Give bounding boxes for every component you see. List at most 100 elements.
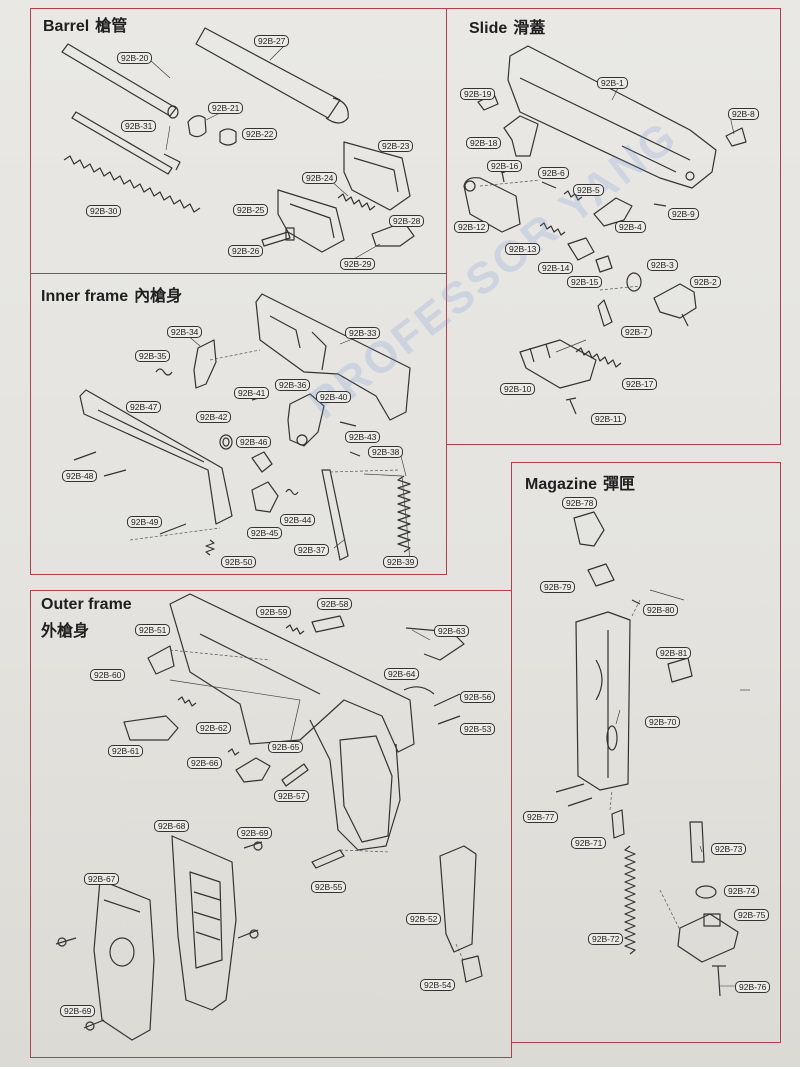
inner-37-bar	[321, 469, 349, 561]
part-label-92b-19: 92B-19	[460, 88, 496, 100]
part-label-92b-81: 92B-81	[656, 647, 692, 659]
part-label-92b-49: 92B-49	[127, 516, 163, 528]
part-label-92b-45: 92B-45	[247, 527, 283, 539]
part-label-92b-59: 92B-59	[256, 606, 292, 618]
outer-55-pin	[311, 849, 345, 869]
inner-38-pin	[349, 451, 361, 457]
part-label-92b-23: 92B-23	[378, 140, 414, 152]
part-label-92b-38: 92B-38	[368, 446, 404, 458]
part-label-92b-10: 92B-10	[500, 383, 536, 395]
part-label-92b-25: 92B-25	[233, 204, 269, 216]
part-label-92b-24: 92B-24	[302, 172, 338, 184]
mag-74-oring	[695, 885, 717, 899]
inner-34-hammer	[193, 339, 217, 389]
part-label-92b-5: 92B-5	[573, 184, 604, 196]
part-label-92b-28: 92B-28	[389, 215, 425, 227]
slide-panel	[446, 8, 781, 445]
part-label-92b-37: 92B-37	[294, 544, 330, 556]
part-label-92b-73: 92B-73	[711, 843, 747, 855]
part-label-92b-56: 92B-56	[460, 691, 496, 703]
inner-48-screw	[73, 451, 127, 477]
outer-69-screw	[55, 841, 263, 1031]
part-label-92b-40: 92B-40	[316, 391, 352, 403]
slide-17-spring	[575, 347, 622, 368]
outer-61-safety	[123, 715, 179, 741]
part-label-92b-8: 92B-8	[728, 108, 759, 120]
outer-52-magazine-body	[439, 845, 477, 953]
part-label-92b-52: 92B-52	[406, 913, 442, 925]
part-label-92b-71: 92B-71	[571, 837, 607, 849]
part-label-92b-26: 92B-26	[228, 245, 264, 257]
outer-56-pin	[433, 693, 461, 707]
mag-81-valve	[667, 657, 693, 683]
part-label-92b-57: 92B-57	[274, 790, 310, 802]
part-label-92b-69-top: 92B-69	[237, 827, 273, 839]
mag-75-baseplate	[677, 913, 739, 963]
mag-79-follower	[587, 563, 615, 587]
mag-78-part	[573, 511, 605, 547]
inner-46-part	[251, 451, 273, 473]
inner-36-sear	[287, 393, 325, 447]
part-label-92b-47: 92B-47	[126, 401, 162, 413]
outer-frame-body	[169, 593, 415, 851]
inner-44-spring	[285, 488, 299, 496]
slide-6-pin	[541, 181, 557, 189]
outer-67-grip	[93, 879, 155, 1041]
part-label-92b-39: 92B-39	[383, 556, 419, 568]
part-label-92b-64: 92B-64	[384, 668, 420, 680]
outer-57-screw	[281, 763, 309, 787]
inner-50-spring	[205, 539, 215, 556]
barrel-25-block	[277, 189, 345, 253]
part-label-92b-60: 92B-60	[90, 669, 126, 681]
part-label-92b-18: 92B-18	[466, 137, 502, 149]
inner-49-screw	[159, 523, 187, 535]
part-label-92b-3: 92B-3	[647, 259, 678, 271]
inner-47-frame	[79, 389, 233, 525]
outer-54-cap	[461, 955, 483, 983]
part-label-92b-79: 92B-79	[540, 581, 576, 593]
part-label-92b-30: 92B-30	[86, 205, 122, 217]
part-label-92b-20: 92B-20	[117, 52, 153, 64]
barrel-26-screw	[261, 227, 295, 247]
barrel-30-spring	[63, 155, 201, 213]
slide-4-lever	[593, 197, 633, 227]
part-label-92b-13: 92B-13	[505, 243, 541, 255]
slide-9-pin	[653, 203, 667, 207]
part-label-92b-58: 92B-58	[317, 598, 353, 610]
part-label-92b-7: 92B-7	[621, 326, 652, 338]
slide-18-extractor	[503, 115, 539, 157]
inner-43-pin	[339, 421, 357, 427]
barrel-31-rod	[71, 111, 181, 175]
part-label-92b-63: 92B-63	[434, 625, 470, 637]
slide-10-guide	[519, 339, 597, 389]
mag-80-pin	[631, 599, 641, 605]
part-label-92b-46: 92B-46	[236, 436, 272, 448]
slide-11-screw	[565, 397, 577, 415]
part-label-92b-76: 92B-76	[735, 981, 771, 993]
slide-8-sight	[725, 127, 747, 147]
inner-42-spring	[219, 434, 233, 450]
part-label-92b-75: 92B-75	[734, 909, 770, 921]
barrel-21-bushing	[187, 115, 207, 138]
mag-72-spring	[624, 845, 636, 955]
part-label-92b-41: 92B-41	[234, 387, 270, 399]
part-label-92b-66: 92B-66	[187, 757, 223, 769]
part-label-92b-50: 92B-50	[221, 556, 257, 568]
part-label-92b-42: 92B-42	[196, 411, 232, 423]
part-label-92b-51: 92B-51	[135, 624, 171, 636]
part-label-92b-80: 92B-80	[643, 604, 679, 616]
slide-14-cylinder	[567, 237, 595, 261]
outer-58-pin	[311, 615, 345, 633]
part-label-92b-9: 92B-9	[668, 208, 699, 220]
part-label-92b-68: 92B-68	[154, 820, 190, 832]
part-label-92b-78: 92B-78	[562, 497, 598, 509]
inner-frame-panel	[30, 273, 447, 575]
part-label-92b-11: 92B-11	[591, 413, 626, 425]
mag-76-screw	[712, 965, 726, 997]
part-label-92b-33: 92B-33	[345, 327, 381, 339]
part-label-92b-27: 92B-27	[254, 35, 290, 47]
barrel-22-cap	[219, 128, 237, 146]
